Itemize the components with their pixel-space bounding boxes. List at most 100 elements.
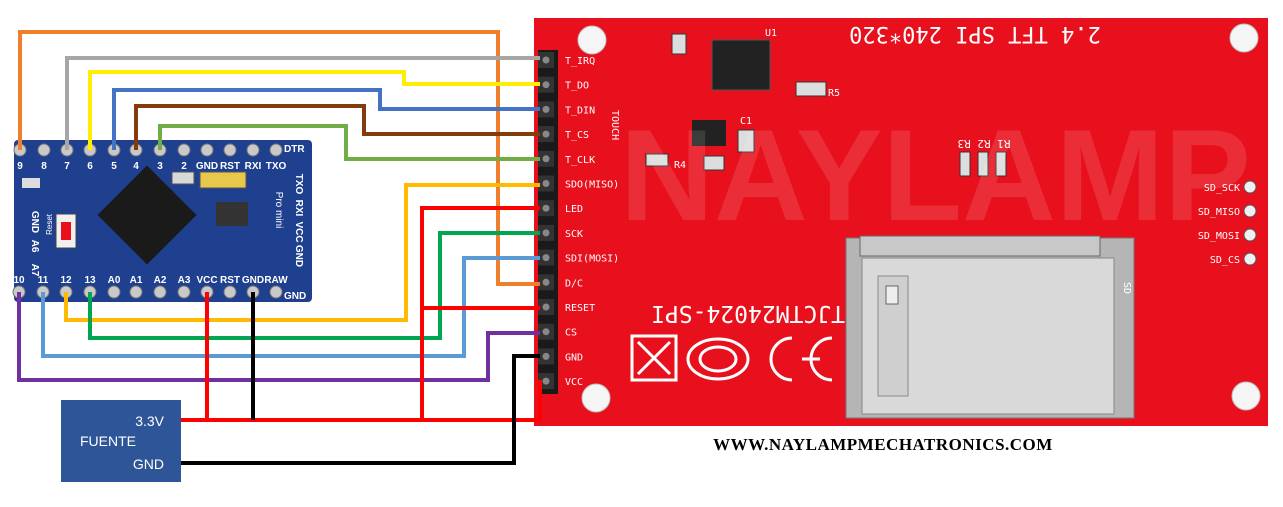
sd-pin-label: SD_MISO <box>1198 207 1240 218</box>
tft-hole-br <box>1231 381 1261 411</box>
arduino-top-pin-label: 5 <box>111 161 117 172</box>
tft-pin-hole-3 <box>542 130 550 138</box>
arduino-bottom-pin-label: A1 <box>130 275 143 286</box>
arduino-bottom-pin-label: 12 <box>60 275 72 286</box>
sd-card-slot <box>845 235 1135 419</box>
arduino-left-label: A6 <box>29 240 40 253</box>
arduino-top-pin-label: 8 <box>41 161 47 172</box>
tft-title: 2.4 TFT SPI 240*320 <box>849 21 1101 46</box>
arduino-bottom-pin <box>153 285 167 299</box>
wire-33v-vcc <box>180 380 542 422</box>
arduino-top-pin-label: 2 <box>181 161 187 172</box>
tft-pin-label: CS <box>565 328 577 339</box>
tft-pin-label: GND <box>565 352 583 363</box>
wire-led <box>420 206 540 420</box>
arduino-reg <box>216 202 248 226</box>
tft-component-r5 <box>671 33 687 55</box>
arduino-top-pin-label: RXI <box>245 161 262 172</box>
arduino-crystal <box>199 171 247 189</box>
watermark: NAYLAMP <box>620 102 1251 248</box>
arduino-led <box>22 178 40 188</box>
tft-model: TJCTM24024-SPI <box>651 300 845 326</box>
tft-component-q <box>703 155 725 171</box>
tft-component-r2 <box>977 151 989 177</box>
arduino-left-label: GND <box>29 211 40 233</box>
wire-pin13-sck <box>88 231 540 340</box>
tft-pin-label: T_DO <box>565 81 589 92</box>
arduino-model-label: Pro mini <box>273 192 284 229</box>
wire-pin6-tdo <box>88 70 540 150</box>
tft-pin-label: SDI(MOSI) <box>565 254 619 265</box>
tft-component-r-right <box>795 81 827 97</box>
tft-pin-hole-7 <box>542 229 550 237</box>
arduino-top-pin <box>246 143 260 157</box>
arduino-bottom-pin-label: 11 <box>38 275 49 286</box>
cert-marks <box>630 334 833 382</box>
tft-pin-label: SCK <box>565 229 583 240</box>
sd-pin-pad <box>1243 180 1257 194</box>
power-fuente-label: FUENTE <box>80 433 136 449</box>
tft-pin-label: D/C <box>565 278 583 289</box>
tft-pin-label: T_DIN <box>565 105 595 116</box>
tft-chip-small <box>692 120 726 146</box>
arduino-reset-knob <box>61 222 71 240</box>
tft-pin-hole-11 <box>542 328 550 336</box>
arduino-top-pin-label: 3 <box>157 161 163 172</box>
arduino-top-pin <box>37 143 51 157</box>
arduino-bottom-pin-label: 13 <box>84 275 96 286</box>
arduino-bottom-pin <box>223 285 237 299</box>
tft-pin-hole-13 <box>542 377 550 385</box>
arduino-bottom-pin-label: A2 <box>154 275 167 286</box>
wire-pin3-tclk <box>158 124 540 161</box>
wire-pin7-tirq <box>65 56 540 150</box>
wire-pin11-sdi <box>41 256 540 358</box>
arduino-top-pin-label: 7 <box>64 161 70 172</box>
arduino-dtr: DTR <box>284 144 305 155</box>
power-gnd-label: GND <box>133 456 164 472</box>
tft-label-u1: U1 <box>765 28 777 39</box>
power-supply: 3.3V FUENTE GND <box>61 400 181 482</box>
arduino-side-label: TXO <box>293 174 304 195</box>
arduino-bottom-pin-label: GND <box>242 275 264 286</box>
tft-pin-label: T_IRQ <box>565 56 595 67</box>
arduino-bottom-pin-label: RST <box>220 275 240 286</box>
tft-component-r1 <box>959 151 971 177</box>
sd-pin-pad <box>1243 252 1257 266</box>
tft-pin-hole-0 <box>542 56 550 64</box>
tft-pin-label: T_CLK <box>565 155 595 166</box>
power-box <box>61 400 181 482</box>
arduino-cap <box>171 171 195 185</box>
arduino-reset-label: Reset <box>45 213 54 235</box>
arduino-mcu <box>97 165 197 265</box>
arduino-bottom-pin-label: VCC <box>196 275 217 286</box>
tft-pin-label: RESET <box>565 303 595 314</box>
tft-pin-hole-12 <box>542 352 550 360</box>
tft-component-c1 <box>737 129 755 153</box>
arduino-top-pin <box>269 143 283 157</box>
arduino-top-pin <box>200 143 214 157</box>
tft-component-r3 <box>995 151 1007 177</box>
sd-pin-pad <box>1243 228 1257 242</box>
arduino-side-label: GND <box>293 245 304 267</box>
arduino-side-label: VCC <box>293 221 304 242</box>
arduino-bottom-pin <box>129 285 143 299</box>
tft-pin-label: SDO(MISO) <box>565 180 619 191</box>
arduino-board: DTR Reset GND <box>14 140 312 302</box>
tft-label-r5: R5 <box>828 88 840 99</box>
tft-hole-tl <box>577 25 607 55</box>
wire-pin4-tcs <box>134 104 540 150</box>
tft-chip-u1 <box>711 39 771 91</box>
tft-pin-hole-5 <box>542 180 550 187</box>
arduino-top-pin-label: TXO <box>266 161 287 172</box>
tft-pin-hole-2 <box>542 105 550 113</box>
arduino-bottom-pin-label: A3 <box>178 275 191 286</box>
tft-sd-label: SD <box>1121 282 1132 294</box>
arduino-side-label: RXI <box>293 200 304 217</box>
arduino-top-pin-label: RST <box>220 161 240 172</box>
power-33v-label: 3.3V <box>135 413 164 429</box>
sd-pin-label: SD_CS <box>1210 255 1240 266</box>
tft-pin-labels: T_IRQT_DOT_DINT_CST_CLKSDO(MISO)LEDSCKSD… <box>538 52 619 390</box>
tft-pin-hole-10 <box>542 303 550 311</box>
